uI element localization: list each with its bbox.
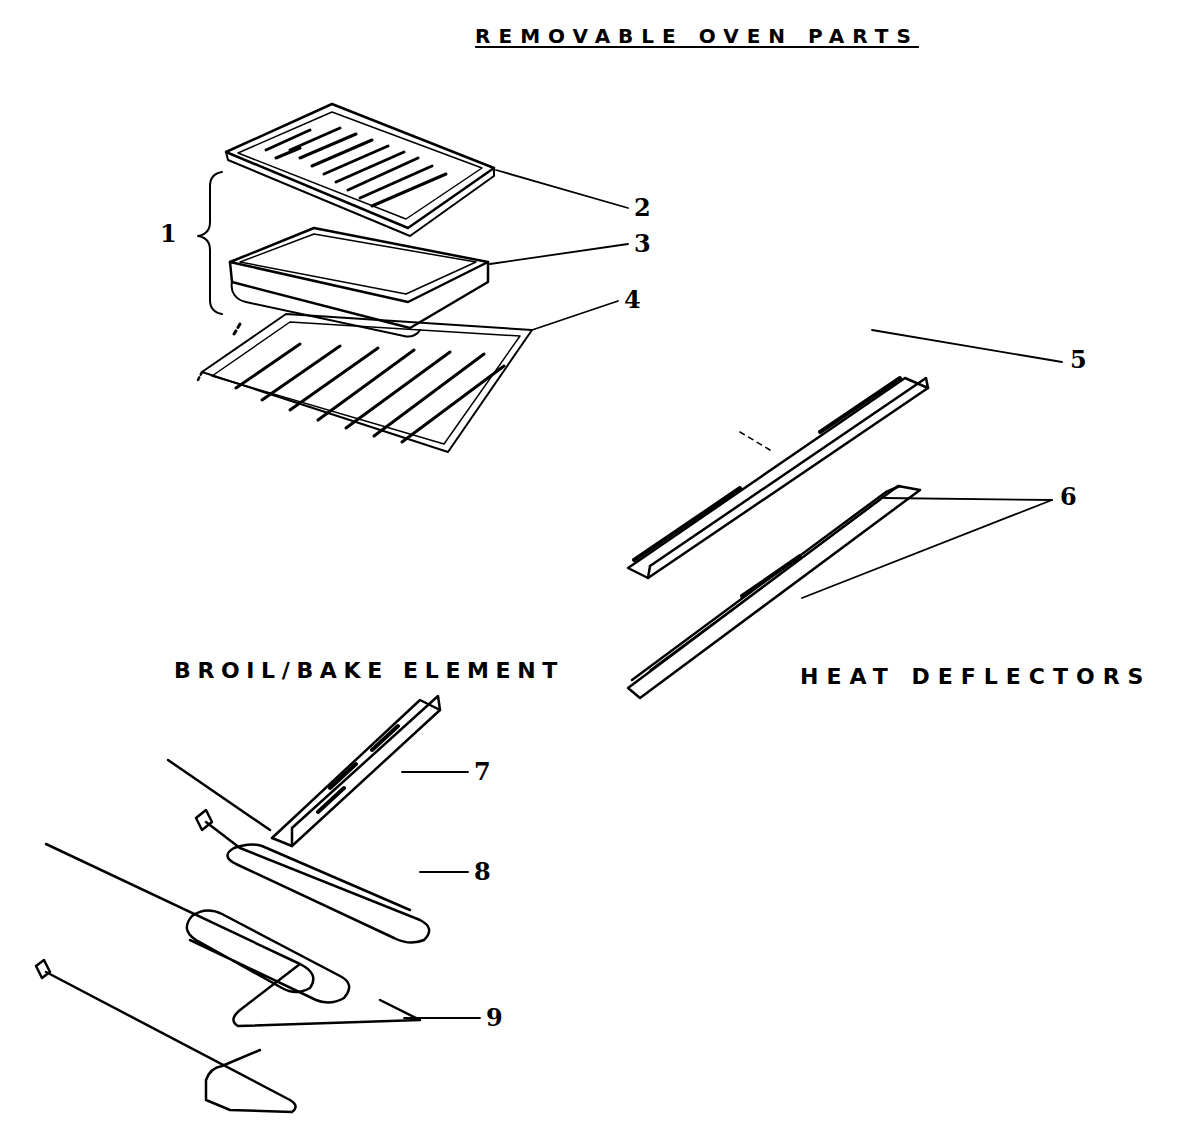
callout-number: 3 — [634, 232, 651, 256]
bake-element — [46, 844, 420, 1026]
oven-rack — [198, 314, 532, 452]
callout-number: 9 — [486, 1006, 503, 1030]
broil-element — [196, 810, 429, 943]
callout-number: 8 — [474, 860, 491, 884]
bake-element-loop — [36, 960, 296, 1112]
section-heading: BROIL/BAKE ELEMENT — [174, 660, 564, 682]
callout-number: 2 — [634, 196, 651, 220]
broiler-grid — [226, 104, 494, 236]
callout-number: 4 — [624, 288, 641, 312]
callout-number: 6 — [1060, 485, 1077, 509]
callout-number: 7 — [474, 760, 491, 784]
page-title: REMOVABLE OVEN PARTS — [475, 26, 919, 46]
heat-deflector — [628, 378, 928, 578]
group-bracket — [198, 172, 222, 314]
callout-number: 5 — [1070, 348, 1087, 372]
element-shield — [272, 696, 440, 846]
leader-line — [402, 170, 1062, 1018]
wire — [168, 760, 270, 830]
callout-number: 1 — [160, 222, 177, 246]
section-heading: HEAT DEFLECTORS — [800, 666, 1151, 688]
broiler-pan — [230, 228, 488, 337]
